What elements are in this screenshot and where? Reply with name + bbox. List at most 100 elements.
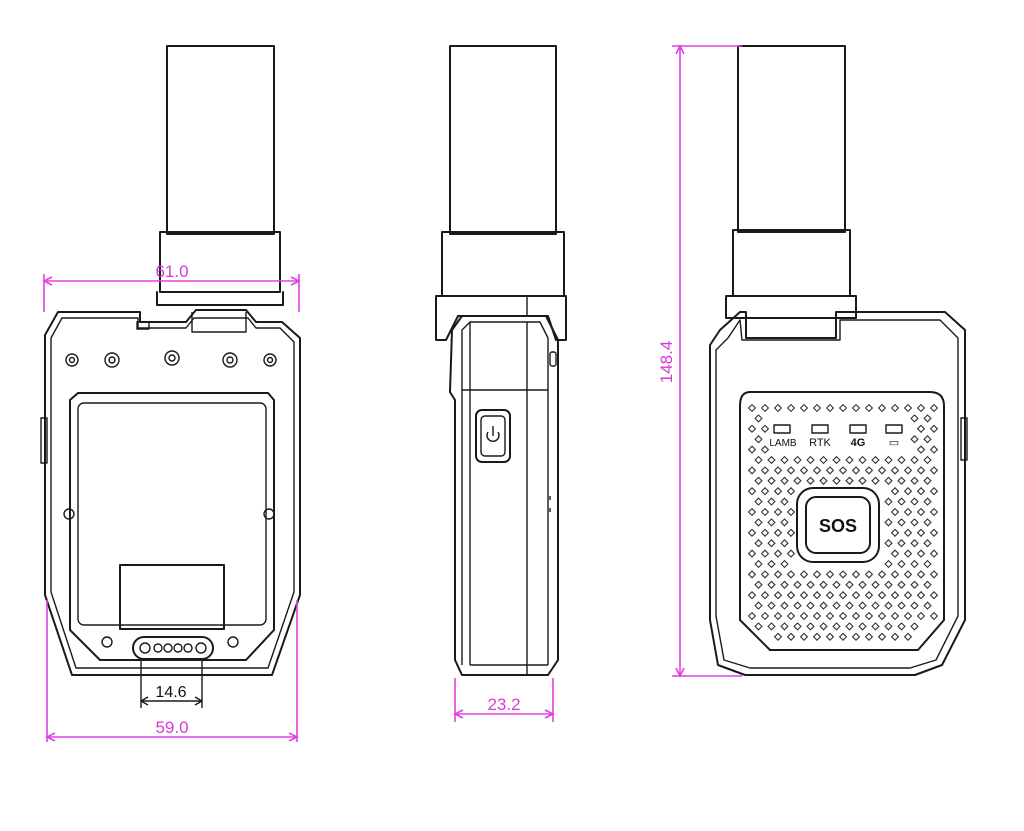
grill-hole: [773, 528, 783, 537]
grill-hole: [884, 601, 893, 610]
connector-width-label: 14.6: [155, 684, 186, 701]
overall-height-dimension: 148.4: [657, 44, 742, 678]
grill-hole: [747, 549, 757, 558]
grill-hole: [871, 601, 880, 610]
grill-hole: [767, 455, 776, 465]
grill-hole: [786, 611, 796, 621]
grill-hole: [884, 497, 893, 506]
grill-hole: [838, 466, 848, 475]
grill-hole: [799, 632, 809, 641]
grill-hole: [903, 632, 913, 641]
grill-hole: [916, 487, 926, 496]
grill-hole: [884, 622, 893, 631]
grill-hole: [903, 591, 913, 600]
front-screen: [77, 402, 267, 626]
grill-hole: [890, 487, 900, 496]
grill-hole: [864, 611, 874, 621]
grill-hole: [897, 601, 906, 610]
grill-hole: [825, 466, 835, 475]
side-thickness-label: 23.2: [487, 695, 520, 714]
back-body-outline: [709, 311, 966, 676]
grill-hole: [890, 632, 900, 641]
grill-hole: [806, 601, 815, 610]
grill-hole: [929, 528, 939, 537]
grill-hole: [838, 570, 848, 579]
grill-hole: [929, 570, 939, 579]
grill-hole: [825, 632, 835, 641]
grill-hole: [773, 632, 783, 641]
grill-hole: [916, 528, 926, 537]
grill-hole: [884, 476, 893, 485]
side-antenna-base: [441, 231, 565, 297]
side-thickness-dimension: 23.2: [453, 678, 555, 722]
grill-hole: [890, 507, 900, 517]
grill-hole: [780, 601, 789, 610]
grill-hole: [923, 559, 932, 569]
grill-hole: [851, 611, 861, 621]
front-view: [40, 45, 301, 676]
grill-hole: [910, 435, 919, 444]
speaker-grill: [747, 403, 939, 641]
grill-hole: [929, 487, 939, 496]
grill-hole: [806, 622, 815, 631]
grill-hole: [812, 466, 822, 475]
grill-hole: [864, 591, 874, 600]
led-label-4g: 4G: [851, 437, 866, 449]
grill-hole: [916, 403, 926, 413]
grill-hole: [838, 611, 848, 621]
grill-hole: [754, 601, 763, 610]
grill-hole: [929, 611, 939, 621]
grill-hole: [786, 403, 796, 413]
grill-hole: [929, 507, 939, 517]
grill-hole: [832, 476, 841, 485]
grill-hole: [916, 549, 926, 558]
grill-hole: [799, 570, 809, 579]
grill-hole: [760, 507, 770, 517]
grill-hole: [910, 559, 919, 569]
grill-hole: [786, 632, 796, 641]
grill-hole: [799, 403, 809, 413]
grill-hole: [825, 570, 835, 579]
grill-hole: [851, 591, 861, 600]
grill-hole: [903, 549, 913, 558]
front-connector: [132, 636, 214, 660]
grill-hole: [754, 455, 763, 465]
grill-hole: [747, 445, 757, 454]
grill-hole: [773, 487, 783, 496]
grill-hole: [819, 601, 828, 610]
front-top-width-dimension: 61.0: [42, 262, 301, 312]
grill-hole: [884, 580, 893, 589]
grill-hole: [890, 403, 900, 413]
grill-hole: [812, 570, 822, 579]
grill-hole: [819, 476, 828, 485]
grill-hole: [845, 622, 854, 631]
grill-hole: [812, 591, 822, 600]
grill-hole: [838, 591, 848, 600]
grill-hole: [754, 539, 763, 548]
grill-hole: [851, 632, 861, 641]
grill-hole: [780, 580, 789, 589]
grill-hole: [806, 580, 815, 589]
grill-hole: [845, 476, 854, 485]
grill-hole: [767, 518, 776, 527]
led-label-lamb: LAMB: [769, 438, 797, 449]
grill-hole: [799, 611, 809, 621]
grill-hole: [851, 570, 861, 579]
grill-hole: [858, 601, 867, 610]
grill-hole: [780, 622, 789, 631]
grill-hole: [916, 611, 926, 621]
grill-hole: [754, 497, 763, 506]
grill-hole: [877, 632, 887, 641]
grill-hole: [786, 528, 796, 537]
grill-hole: [786, 487, 796, 496]
grill-hole: [819, 455, 828, 465]
grill-hole: [760, 528, 770, 537]
back-antenna-base: [732, 229, 851, 297]
front-antenna: [166, 45, 275, 235]
grill-hole: [903, 466, 913, 475]
grill-hole: [767, 559, 776, 569]
grill-hole: [910, 622, 919, 631]
grill-hole: [897, 622, 906, 631]
grill-hole: [851, 403, 861, 413]
